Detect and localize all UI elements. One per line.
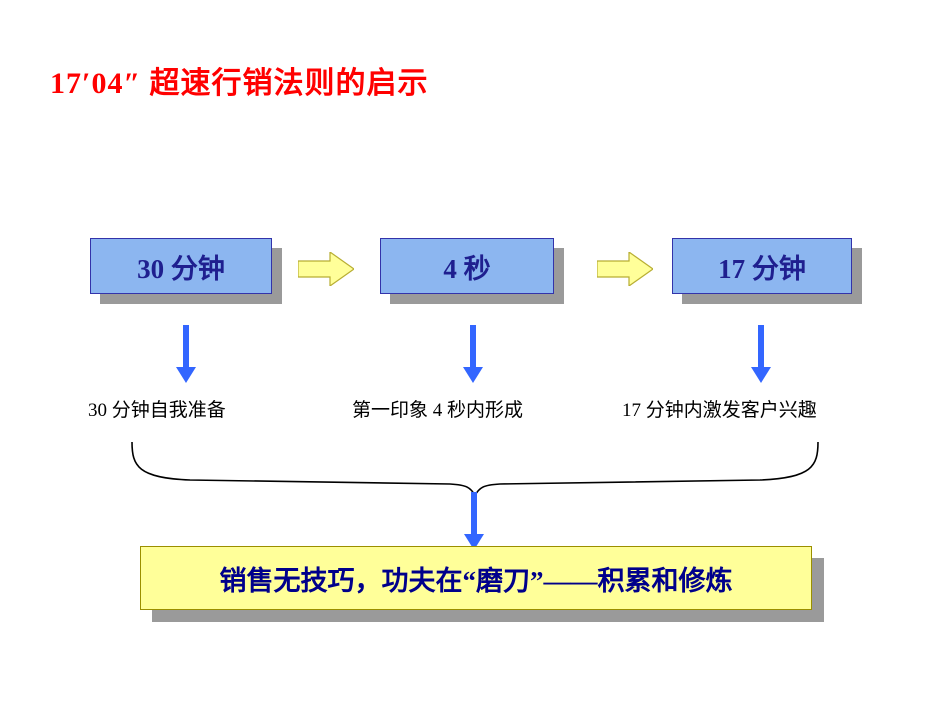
flow-box-1-label: 30 分钟 <box>137 253 225 284</box>
flow-box-3[interactable]: 17 分钟 <box>672 238 852 294</box>
flow-box-2-label: 4 秒 <box>443 253 491 284</box>
chevron-arrow-2-icon <box>596 250 655 288</box>
caption-2: 第一印象 4 秒内形成 <box>352 400 524 421</box>
down-arrow-1-icon <box>175 325 197 383</box>
page-title: 17′04″ 超速行销法则的启示 <box>50 67 429 100</box>
flow-box-3-label: 17 分钟 <box>718 253 806 284</box>
summary-banner[interactable]: 销售无技巧，功夫在“磨刀”——积累和修炼 <box>140 546 812 610</box>
summary-banner-label: 销售无技巧，功夫在“磨刀”——积累和修炼 <box>219 565 733 596</box>
chevron-arrow-1-icon <box>297 250 356 288</box>
down-arrow-3-icon <box>750 325 772 383</box>
flow-box-1[interactable]: 30 分钟 <box>90 238 272 294</box>
down-arrow-2-icon <box>462 325 484 383</box>
caption-3: 17 分钟内激发客户兴趣 <box>622 400 817 421</box>
caption-1: 30 分钟自我准备 <box>88 400 226 421</box>
curly-brace-icon <box>130 440 820 497</box>
down-arrow-summary-icon <box>463 492 485 550</box>
flow-box-2[interactable]: 4 秒 <box>380 238 554 294</box>
